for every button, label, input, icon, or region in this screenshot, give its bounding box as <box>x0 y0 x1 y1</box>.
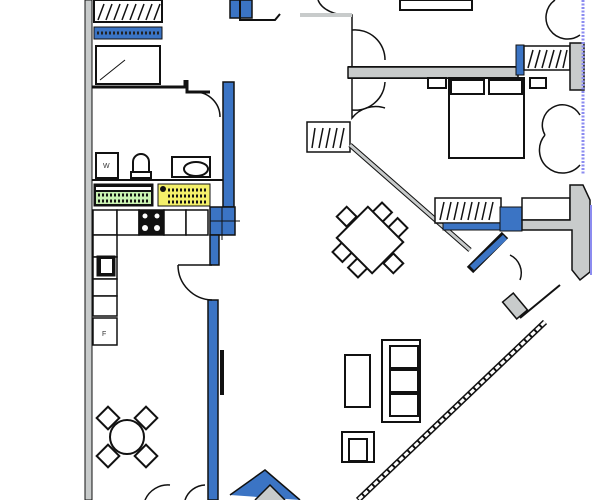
interior-wall-bottom <box>229 469 301 500</box>
kitchen-counter <box>92 209 209 346</box>
bathtub <box>95 45 161 85</box>
fridge-label: F <box>102 331 106 338</box>
toilet-icon <box>130 153 152 179</box>
coffee-table <box>344 354 371 408</box>
door-swing <box>177 264 213 301</box>
bathroom-shelf <box>93 0 163 40</box>
stove-icon <box>142 213 160 231</box>
bedroom-wall <box>347 66 519 79</box>
sink-icon <box>171 156 211 178</box>
washer-label: W <box>103 163 110 170</box>
bed <box>427 77 547 159</box>
top-furniture <box>399 0 473 11</box>
sofa <box>381 339 421 423</box>
door-swing <box>351 29 386 111</box>
interior-wall-blue <box>207 0 253 500</box>
closet-row <box>434 184 592 282</box>
armchair <box>341 431 375 463</box>
wardrobe <box>515 42 585 91</box>
washer: W <box>95 152 119 179</box>
kitchen-sink-icon <box>96 255 116 277</box>
exterior-wall-left <box>84 0 93 500</box>
counter-yellow <box>157 183 211 207</box>
round-dining-table <box>95 405 159 469</box>
door-swing <box>538 0 581 174</box>
dining-table <box>331 201 409 279</box>
closet <box>306 121 351 153</box>
counter-green <box>93 183 154 207</box>
door-swing <box>194 91 221 118</box>
